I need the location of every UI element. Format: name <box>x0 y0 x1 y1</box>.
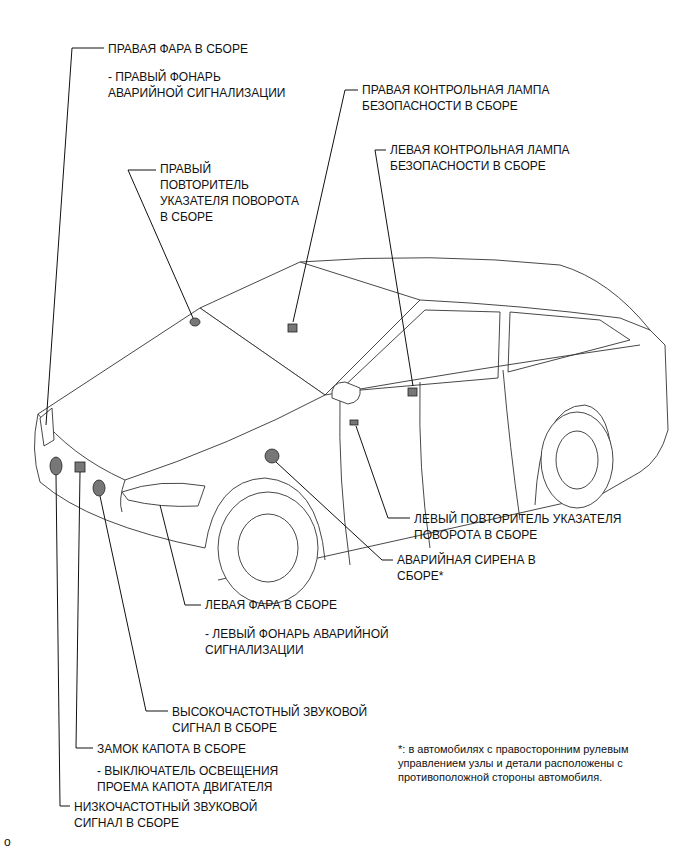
part-label: ПРАВАЯ ФАРА В СБОРЕ <box>108 41 248 57</box>
high-horn-symbol <box>93 480 105 496</box>
sub-label: - ВЫКЛЮЧАТЕЛЬ ОСВЕЩЕНИЯ ПРОЕМА КАПОТА ДВ… <box>97 763 322 795</box>
sub-label: - ЛЕВЫЙ ФОНАРЬ АВАРИЙНОЙ СИГНАЛИЗАЦИИ <box>205 626 415 658</box>
part-label: АВАРИЙНАЯ СИРЕНА В СБОРЕ* <box>397 552 567 584</box>
part-label: ЛЕВАЯ ФАРА В СБОРЕ <box>205 597 337 613</box>
part-label: ЗАМОК КАПОТА В СБОРЕ <box>97 741 246 757</box>
repeater-symbol <box>350 420 358 425</box>
car-body <box>34 258 668 604</box>
part-label: ЛЕВЫЙ ПОВТОРИТЕЛЬ УКАЗАТЕЛЯ ПОВОРОТА В С… <box>414 511 664 543</box>
sub-label: - ПРАВЫЙ ФОНАРЬ АВАРИЙНОЙ СИГНАЛИЗАЦИИ <box>108 69 288 101</box>
part-label: НИЗКОЧАСТОТНЫЙ ЗВУКОВОЙ СИГНАЛ В СБОРЕ <box>74 799 299 831</box>
component-symbols <box>50 318 417 496</box>
low-horn-symbol <box>50 457 62 475</box>
leader-lines <box>46 48 413 806</box>
footnote: *: в автомобилях с правосторонним рулевы… <box>398 742 668 784</box>
part-label: ЛЕВАЯ КОНТРОЛЬНАЯ ЛАМПА БЕЗОПАСНОСТИ В С… <box>390 142 625 174</box>
hood-lock-symbol <box>75 462 85 472</box>
repeater-symbol <box>190 318 200 326</box>
page-marker: o <box>4 834 11 850</box>
part-label: ВЫСОКОЧАСТОТНЫЙ ЗВУКОВОЙ СИГНАЛ В СБОРЕ <box>172 704 407 736</box>
part-label: ПРАВЫЙ ПОВТОРИТЕЛЬ УКАЗАТЕЛЯ ПОВОРОТА В … <box>160 161 300 225</box>
security-lamp-symbol <box>408 388 417 396</box>
security-lamp-symbol <box>288 324 297 332</box>
part-label: ПРАВАЯ КОНТРОЛЬНАЯ ЛАМПА БЕЗОПАСНОСТИ В … <box>362 82 597 114</box>
siren-symbol <box>265 449 279 463</box>
